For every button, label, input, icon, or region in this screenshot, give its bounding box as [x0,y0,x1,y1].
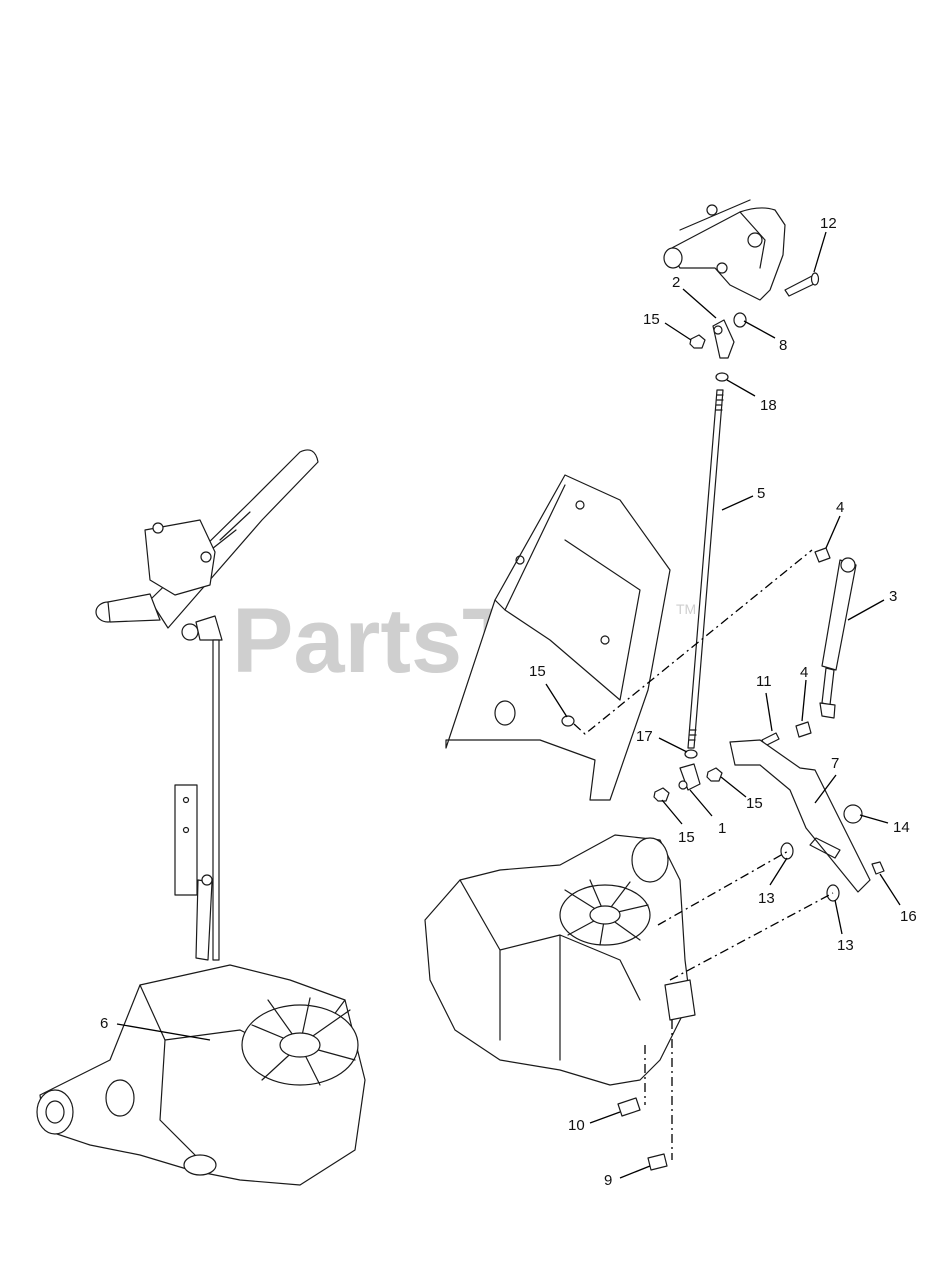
frame-mount-bracket [445,474,671,801]
part-17-washer [684,749,698,759]
callout-16: 16 [900,908,917,925]
callout-11: 11 [756,673,772,690]
part-8-bushing [733,312,747,328]
part-15-nut-frame [561,715,575,727]
part-10-stud [617,1097,641,1117]
part-13-washer-upper [780,842,794,860]
callout-4-top: 4 [836,499,844,516]
left-handle-bracket [144,519,216,596]
left-fan [241,997,359,1086]
part-3-damper [821,559,857,671]
part-16-nut [871,861,885,875]
callout-6: 6 [100,1015,108,1032]
callout-15-top: 15 [643,311,660,328]
part-14-bushing [843,804,863,824]
callout-4-lower: 4 [800,664,808,681]
callout-12: 12 [820,215,837,232]
part-5-control-rod [687,389,724,749]
right-transmission [424,834,696,1086]
callout-13-lower: 13 [837,937,854,954]
left-assembled-view [36,449,366,1186]
callout-13-upper: 13 [758,890,775,907]
left-damper [195,879,213,961]
callout-1: 1 [718,820,726,837]
part-2-bracket [712,319,735,359]
part-18-washer [715,372,729,382]
callout-2: 2 [672,274,680,291]
right-exploded-view [424,199,885,1171]
leader-lines [116,231,901,1179]
callout-5: 5 [757,485,765,502]
callout-labels: 12 2 15 8 18 5 4 3 15 11 4 17 7 15 15 1 … [100,215,917,1189]
callout-14: 14 [893,819,910,836]
part-15-nut-top [689,334,706,349]
part-4-ball-joint-top [814,547,831,563]
part-15-nut-lower-left [653,787,670,802]
callout-15-left: 15 [678,829,695,846]
callout-7: 7 [831,755,839,772]
part-7-control-arm [729,739,871,893]
callout-10: 10 [568,1117,585,1134]
callout-9: 9 [604,1172,612,1189]
callout-3: 3 [889,588,897,605]
callout-17: 17 [636,728,653,745]
callout-8: 8 [779,337,787,354]
callout-15-right: 15 [746,795,763,812]
part-15-nut-lower-right [706,767,723,782]
part-4-ball-joint-lower [795,721,812,738]
callout-15-frame: 15 [529,663,546,680]
left-control-rod [212,639,220,961]
right-handle-assembly [667,207,786,301]
callout-18: 18 [760,397,777,414]
left-frame-plate [174,784,198,896]
assembly-paths [573,549,834,1160]
part-9-stud [647,1153,668,1171]
watermark-trademark: TM [676,601,696,617]
